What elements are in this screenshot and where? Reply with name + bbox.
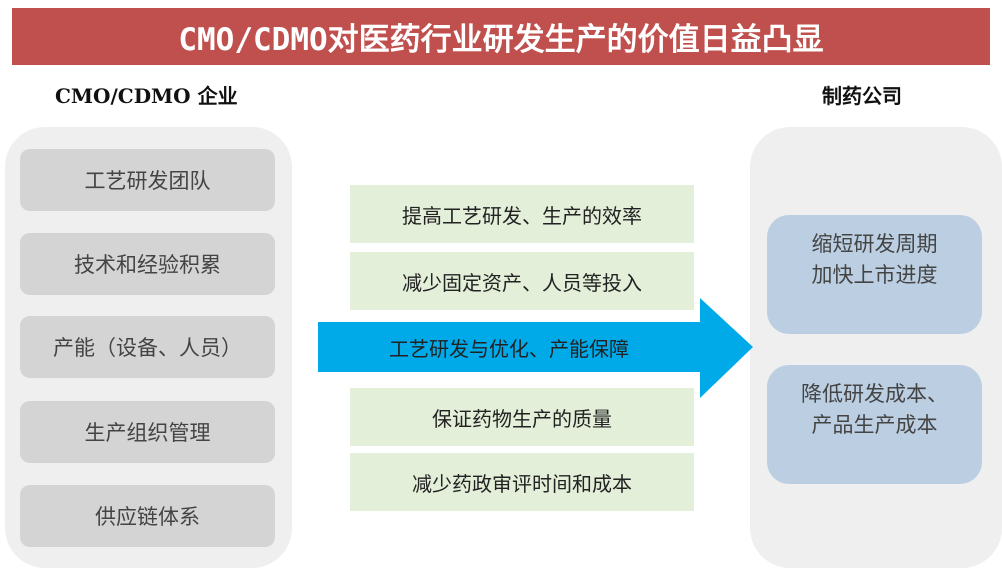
right-panel [750, 127, 1002, 568]
arrow-label: 工艺研发与优化、产能保障 [389, 336, 629, 361]
right-item: 缩短研发周期 加快上市进度 [767, 215, 982, 334]
middle-item: 保证药物生产的质量 [350, 388, 694, 446]
middle-item: 减少药政审评时间和成本 [350, 453, 694, 511]
right-item-line: 加快上市进度 [811, 263, 938, 287]
page-title: CMO/CDMO对医药行业研发生产的价值日益凸显 [12, 8, 990, 65]
left-item: 工艺研发团队 [20, 149, 275, 211]
left-item: 生产组织管理 [20, 401, 275, 463]
right-item-line: 降低研发成本、 [801, 382, 948, 406]
left-heading: CMO/CDMO 企业 [55, 84, 238, 108]
middle-item: 提高工艺研发、生产的效率 [350, 185, 694, 243]
left-item: 产能（设备、人员） [20, 316, 275, 378]
right-item: 降低研发成本、 产品生产成本 [767, 365, 982, 484]
left-item: 技术和经验积累 [20, 233, 275, 295]
right-item-line: 缩短研发周期 [811, 232, 938, 256]
left-item: 供应链体系 [20, 485, 275, 547]
right-heading: 制药公司 [822, 84, 902, 108]
middle-item: 减少固定资产、人员等投入 [350, 252, 694, 310]
right-item-line: 产品生产成本 [811, 413, 938, 437]
